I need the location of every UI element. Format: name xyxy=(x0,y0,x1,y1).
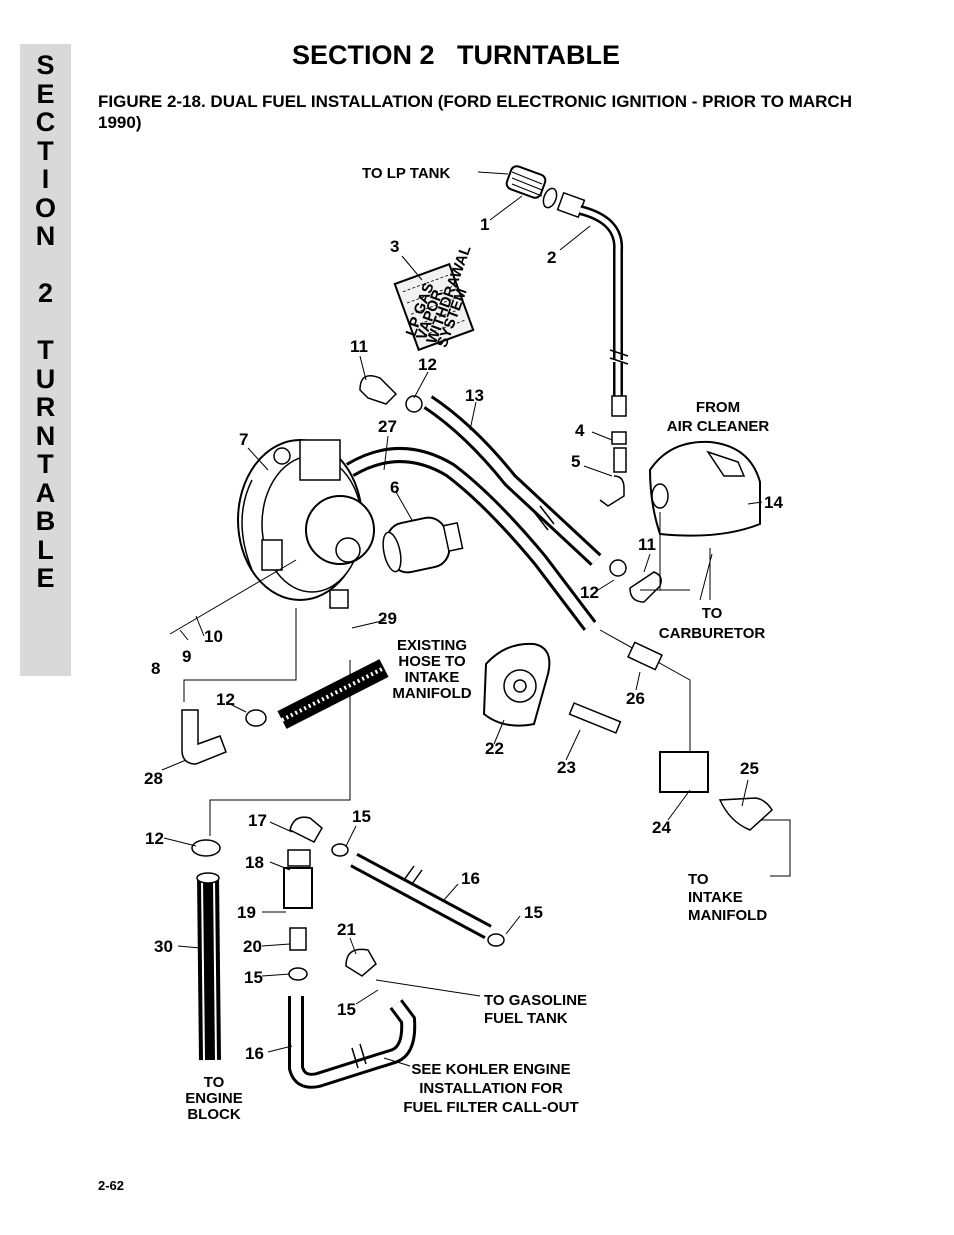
label-see-kohler-2: INSTALLATION FOR xyxy=(419,1080,563,1097)
label-see-kohler-1: SEE KOHLER ENGINE xyxy=(411,1061,570,1078)
side-tab-letter: L xyxy=(37,534,54,565)
callout-11-lower: 11 xyxy=(638,535,656,554)
side-tab-letter: T xyxy=(37,335,54,365)
side-tab-letter: A xyxy=(35,477,56,508)
page-number: 2-62 xyxy=(98,1178,125,1193)
nipple-23 xyxy=(568,702,622,734)
label-existing-hose-4: MANIFOLD xyxy=(392,685,471,702)
callout-2: 2 xyxy=(547,248,556,267)
side-tab-letter: E xyxy=(36,563,55,593)
side-tab-letter: T xyxy=(37,135,54,166)
callout-25: 25 xyxy=(740,759,759,778)
callout-12-a: 12 xyxy=(418,355,437,374)
callout-16-lower: 16 xyxy=(245,1044,264,1063)
label-from-air-cleaner-2: AIR CLEANER xyxy=(667,418,770,435)
callout-15-a: 15 xyxy=(352,807,371,826)
label-to-engine-block-3: BLOCK xyxy=(187,1106,240,1123)
fuel-pump xyxy=(482,642,551,727)
callout-15-d: 15 xyxy=(337,1000,356,1019)
callout-23: 23 xyxy=(557,758,576,777)
label-to-carburetor-1: TO xyxy=(702,605,723,622)
side-tab-letter: I xyxy=(41,164,50,194)
side-tab-letter: C xyxy=(35,107,56,137)
callout-27: 27 xyxy=(378,417,397,436)
callout-15-b: 15 xyxy=(524,903,543,922)
label-from-air-cleaner-1: FROM xyxy=(696,399,740,416)
side-tab-letter: S xyxy=(36,50,55,80)
callout-17: 17 xyxy=(248,811,267,830)
side-tab-letter: E xyxy=(36,78,55,109)
callout-10: 10 xyxy=(204,627,223,646)
label-to-engine-block-2: ENGINE xyxy=(185,1090,243,1107)
label-see-kohler-3: FUEL FILTER CALL-OUT xyxy=(403,1099,578,1116)
label-to-gasoline-fuel-tank-1: TO GASOLINE xyxy=(484,992,587,1009)
callout-12-c: 12 xyxy=(216,690,235,709)
callout-30: 30 xyxy=(154,937,173,956)
label-existing-hose-2: HOSE TO xyxy=(398,653,466,670)
callout-9: 9 xyxy=(182,647,191,666)
side-tab-letter: N xyxy=(35,221,56,251)
label-to-intake-manifold-3: MANIFOLD xyxy=(688,907,767,924)
callout-3: 3 xyxy=(390,237,399,256)
callout-20: 20 xyxy=(243,937,262,956)
callout-6: 6 xyxy=(390,478,399,497)
label-to-intake-manifold-1: TO xyxy=(688,871,709,888)
callout-18: 18 xyxy=(245,853,264,872)
callout-12-b: 12 xyxy=(580,583,599,602)
existing-hose xyxy=(277,659,389,729)
callout-11-top: 11 xyxy=(350,337,368,356)
tee-24 xyxy=(659,751,709,793)
callout-26: 26 xyxy=(626,689,645,708)
label-existing-hose-3: INTAKE xyxy=(405,669,460,686)
side-tab-letter: N xyxy=(35,420,56,451)
air-cleaner-elbow xyxy=(648,440,761,537)
callout-24: 24 xyxy=(652,818,671,837)
callout-13: 13 xyxy=(465,386,484,405)
side-tab-letter: U xyxy=(35,363,56,394)
callout-5: 5 xyxy=(571,452,580,471)
callout-15-c: 15 xyxy=(244,968,263,987)
side-tab-letter: O xyxy=(34,192,56,223)
hose-30 xyxy=(197,875,221,1061)
callout-19: 19 xyxy=(237,903,256,922)
lp-filter xyxy=(382,516,464,574)
callout-14: 14 xyxy=(764,493,783,512)
side-tab-letter: R xyxy=(35,392,56,422)
callout-7: 7 xyxy=(239,430,248,449)
label-to-gasoline-fuel-tank-2: FUEL TANK xyxy=(484,1010,568,1027)
callout-12-d: 12 xyxy=(145,829,164,848)
callout-21: 21 xyxy=(337,920,356,939)
lp-decal xyxy=(393,262,475,352)
label-to-carburetor-2: CARBURETOR xyxy=(659,625,766,642)
label-to-intake-manifold-2: INTAKE xyxy=(688,889,743,906)
callout-29: 29 xyxy=(378,609,397,628)
side-tab-letter: 2 xyxy=(37,278,54,308)
lp-tank-fitting xyxy=(505,165,586,219)
callout-16-upper: 16 xyxy=(461,869,480,888)
callout-1: 1 xyxy=(480,215,489,234)
label-existing-hose-1: EXISTING xyxy=(397,637,467,654)
callout-22: 22 xyxy=(485,739,504,758)
section-title: SECTION 2 TURNTABLE xyxy=(292,40,621,70)
callout-4: 4 xyxy=(575,421,585,440)
label-to-engine-block-1: TO xyxy=(204,1074,225,1091)
callout-8: 8 xyxy=(151,659,160,678)
figure-caption: FIGURE 2-18. DUAL FUEL INSTALLATION (FOR… xyxy=(98,92,852,132)
label-to-lp-tank: TO LP TANK xyxy=(362,165,451,182)
regulator-assembly xyxy=(237,439,375,609)
callout-28: 28 xyxy=(144,769,163,788)
side-tab-letter: T xyxy=(37,449,54,479)
side-tab-letter: B xyxy=(35,506,56,536)
